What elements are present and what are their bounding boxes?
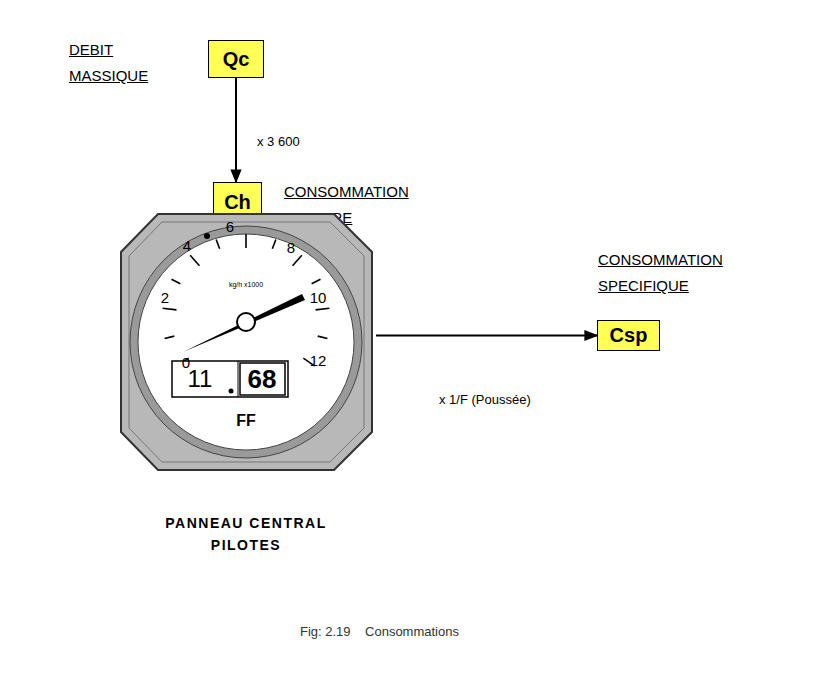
decimal-dot	[229, 389, 234, 394]
needle	[183, 294, 305, 352]
needle-hub	[237, 313, 255, 331]
scale-number: 10	[310, 289, 327, 306]
quantity-box: CONSOMMATION SPECIFIQUECsp	[597, 320, 660, 351]
gauge-housing	[121, 214, 372, 470]
scale-tick	[171, 279, 180, 284]
quantity-name: CONSOMMATION SPECIFIQUE	[598, 247, 748, 299]
scale-tick	[293, 255, 302, 265]
scale-tick	[163, 308, 177, 310]
scale-tick	[272, 239, 276, 248]
scale-tick	[318, 336, 328, 338]
flow-arrow	[376, 335, 597, 337]
flow-gauge: 024681012kg/h x10001168FFPANNEAU CENTRAL…	[120, 212, 374, 557]
scale-number: 12	[310, 352, 327, 369]
scale-number: 6	[226, 218, 234, 235]
scale-tick	[216, 239, 220, 248]
gauge-text: kg/h x1000	[229, 281, 263, 288]
bug-dot	[204, 233, 210, 239]
gauge-outline	[120, 212, 374, 474]
figure-caption: Fig: 2.19 Consommations	[300, 624, 459, 639]
quantity-symbol: Qc	[223, 48, 250, 71]
dial-face	[138, 234, 354, 450]
conversion-factor: x 3 600	[255, 134, 302, 149]
scale-tick	[165, 336, 175, 338]
gauge-text: 11	[188, 365, 213, 393]
scale-tick	[312, 279, 321, 284]
scale-number: 8	[287, 239, 295, 256]
scale-tick	[190, 255, 199, 265]
quantity-box: DEBIT MASSIQUEQc	[208, 40, 264, 78]
quantity-symbol: Ch	[224, 191, 251, 214]
quantity-name: DEBIT MASSIQUE	[69, 37, 169, 89]
counter-window	[172, 361, 288, 397]
flow-arrow	[235, 78, 237, 182]
scale-tick	[245, 234, 247, 248]
panel-caption: PANNEAU CENTRAL PILOTES	[159, 512, 334, 556]
scale-number: 4	[183, 237, 191, 254]
conversion-factor: x 1/F (Poussée)	[437, 392, 533, 407]
scale-tick	[316, 308, 330, 310]
gauge-text: FF	[236, 412, 256, 430]
scale-number: 2	[161, 289, 169, 306]
quantity-symbol: Csp	[610, 324, 648, 347]
dial-ring	[130, 226, 362, 458]
gauge-text: 68	[248, 364, 277, 395]
